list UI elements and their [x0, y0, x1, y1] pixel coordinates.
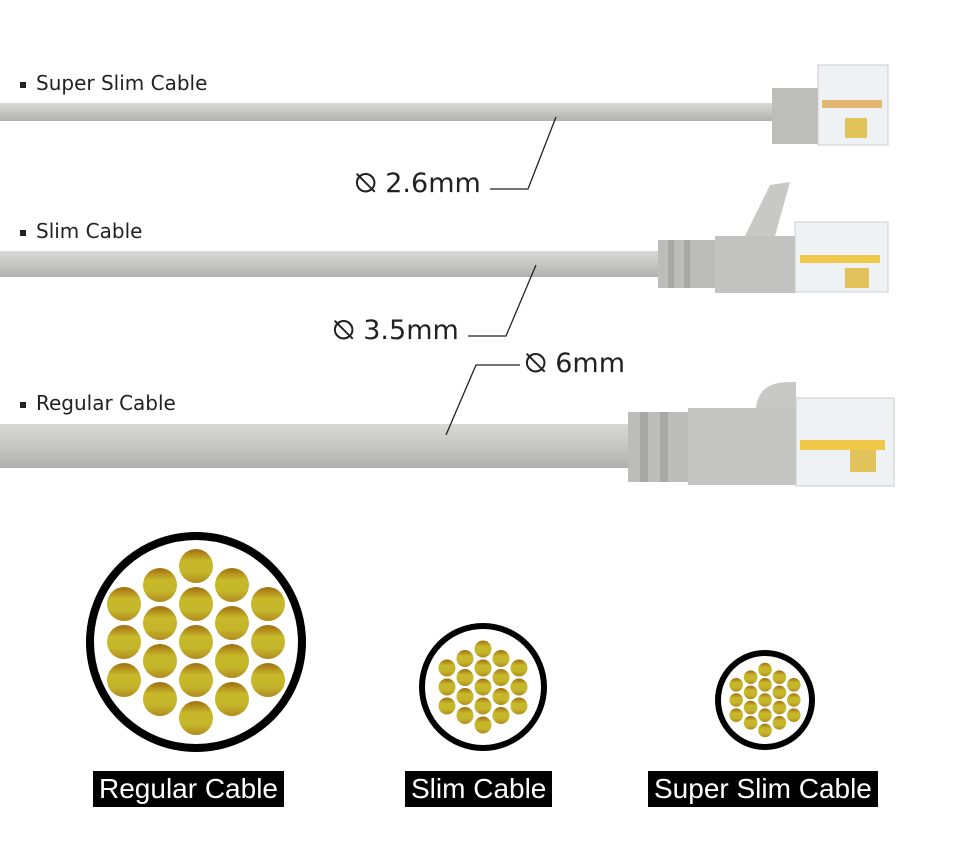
copper-strand	[510, 697, 528, 715]
caption-regular: Regular Cable	[93, 771, 284, 807]
copper-strand	[772, 700, 787, 715]
copper-strand	[758, 678, 772, 692]
copper-strand	[492, 707, 510, 724]
cable-label-slim: Slim Cable	[20, 219, 142, 243]
copper-strand	[729, 708, 743, 722]
copper-strand	[438, 659, 456, 677]
copper-strand	[772, 685, 787, 700]
copper-strand	[474, 697, 492, 715]
copper-strand	[215, 606, 249, 640]
bullet-icon	[20, 81, 26, 88]
copper-strand	[456, 650, 474, 667]
copper-strand	[438, 678, 456, 696]
diameter-icon: ⦰	[525, 348, 547, 379]
leader-lines	[445, 116, 557, 436]
regular-cable	[0, 382, 895, 487]
copper-strand	[107, 625, 141, 659]
copper-strand	[510, 659, 528, 677]
diameter-value: 6mm	[555, 348, 626, 379]
label-text: Slim Cable	[36, 219, 143, 243]
copper-strand	[743, 670, 758, 684]
diameter-slim: ⦰ 3.5mm	[333, 315, 459, 347]
copper-strand	[215, 568, 249, 602]
cable-label-regular: Regular Cable	[20, 391, 176, 415]
copper-strand	[107, 663, 141, 697]
copper-strand	[179, 625, 213, 659]
cross-section-super-slim	[715, 650, 815, 750]
copper-strand	[179, 549, 213, 583]
copper-strand	[743, 700, 758, 715]
copper-strand	[179, 663, 213, 697]
copper-strand	[107, 587, 141, 621]
copper-strand	[251, 625, 285, 659]
copper-strand	[492, 688, 510, 705]
copper-strand	[787, 678, 801, 692]
copper-strand	[179, 701, 213, 735]
diameter-icon: ⦰	[333, 315, 355, 346]
copper-strand	[743, 716, 758, 730]
diameter-value: 3.5mm	[363, 315, 459, 346]
copper-strand	[215, 644, 249, 678]
copper-strand	[143, 644, 177, 678]
copper-strand	[456, 669, 474, 686]
copper-strand	[251, 587, 285, 621]
copper-strand	[510, 678, 528, 696]
copper-strand	[474, 678, 492, 696]
copper-strand	[787, 708, 801, 722]
label-text: Regular Cable	[36, 391, 176, 415]
copper-strand	[251, 663, 285, 697]
copper-strand	[143, 682, 177, 716]
copper-strand	[758, 723, 772, 738]
copper-strand	[474, 640, 492, 658]
copper-strand	[729, 693, 743, 707]
copper-strand	[143, 606, 177, 640]
copper-strand	[456, 688, 474, 705]
copper-strand	[758, 662, 772, 677]
copper-strand	[474, 659, 492, 677]
diameter-super-slim: ⦰ 2.6mm	[355, 168, 481, 200]
copper-strand	[492, 650, 510, 667]
copper-strand	[179, 587, 213, 621]
copper-strand	[143, 568, 177, 602]
cross-section-slim	[419, 623, 547, 751]
copper-strand	[492, 669, 510, 686]
cross-section-regular	[86, 532, 306, 752]
copper-strand	[772, 716, 787, 730]
slim-cable	[0, 182, 889, 293]
diameter-icon: ⦰	[355, 168, 377, 199]
copper-strand	[474, 716, 492, 734]
diameter-value: 2.6mm	[385, 168, 481, 199]
copper-strand	[758, 708, 772, 722]
bullet-icon	[20, 401, 26, 408]
label-text: Super Slim Cable	[36, 71, 208, 95]
super-slim-cable	[0, 64, 889, 146]
copper-strand	[456, 707, 474, 724]
diameter-regular: ⦰ 6mm	[525, 348, 625, 380]
bullet-icon	[20, 229, 26, 236]
copper-strand	[787, 693, 801, 707]
copper-strand	[758, 693, 772, 707]
copper-strand	[772, 670, 787, 684]
copper-strand	[743, 685, 758, 700]
cable-label-super-slim: Super Slim Cable	[20, 71, 207, 95]
caption-slim: Slim Cable	[405, 771, 553, 807]
copper-strand	[729, 678, 743, 692]
caption-super-slim: Super Slim Cable	[648, 771, 878, 807]
copper-strand	[438, 697, 456, 715]
copper-strand	[215, 682, 249, 716]
